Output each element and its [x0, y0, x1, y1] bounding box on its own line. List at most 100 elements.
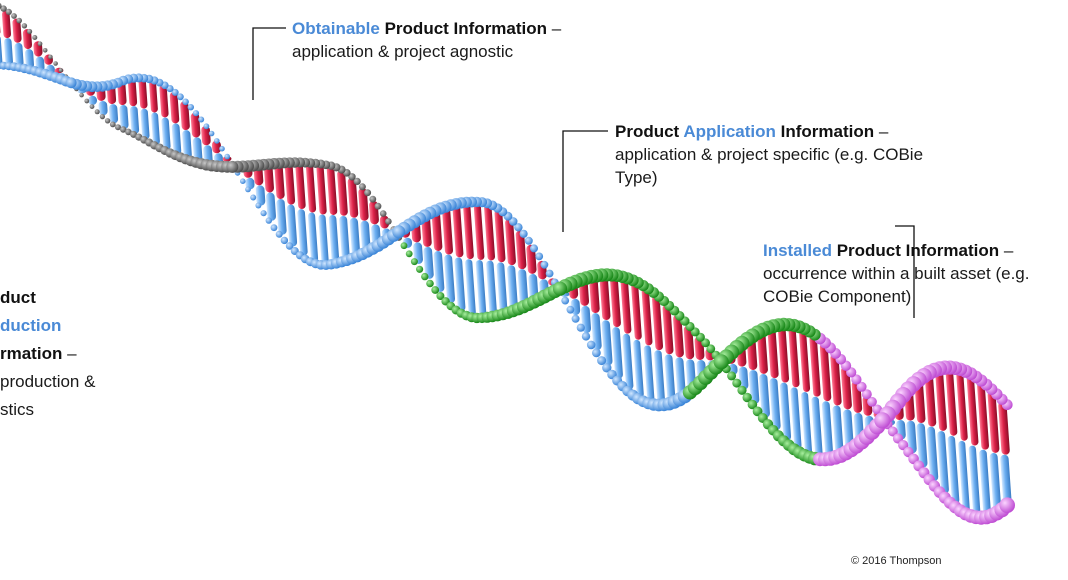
helix-bead	[416, 265, 424, 273]
production-line-1: duct	[0, 288, 36, 307]
helix-bead	[270, 224, 278, 232]
helix-rung	[337, 170, 348, 216]
helix-rung	[832, 405, 844, 458]
helix-rung	[906, 420, 917, 454]
helix-bead	[566, 305, 575, 314]
helix-rung	[159, 84, 169, 118]
helix-rung	[956, 369, 968, 441]
helix-bead	[198, 116, 205, 123]
helix-bead	[125, 128, 132, 136]
helix-rung	[463, 202, 474, 260]
helix-bead	[999, 497, 1015, 513]
helix-rung	[88, 95, 98, 105]
helix-bead	[0, 5, 7, 12]
helix-rung	[821, 401, 834, 460]
helix-rung	[328, 215, 340, 265]
helix-rung	[349, 217, 361, 258]
obtainable-description: application & project agnostic	[292, 42, 514, 61]
helix-bead	[436, 292, 445, 300]
helix-bead	[519, 229, 528, 238]
helix-rung	[484, 204, 496, 261]
helix-bead	[545, 269, 554, 278]
helix-bead	[280, 236, 289, 245]
helix-bead	[285, 242, 294, 250]
leader-installed	[895, 225, 915, 318]
helix-bead	[42, 48, 48, 53]
helix-rung	[801, 392, 813, 456]
helix-rung	[840, 366, 852, 410]
helix-bead	[732, 378, 742, 388]
helix-rung	[274, 163, 285, 199]
helix-rung	[916, 423, 928, 468]
helix-rung	[22, 29, 33, 50]
helix-rung	[998, 401, 1010, 455]
helix-bead	[727, 371, 737, 381]
installed-description-2: COBie Component)	[763, 287, 912, 306]
helix-rung	[347, 177, 359, 218]
helix-bead	[27, 28, 33, 35]
helix-rung	[1000, 454, 1012, 509]
helix-rung	[989, 452, 1002, 515]
helix-rung	[777, 324, 790, 383]
helix-rung	[169, 91, 180, 124]
helix-bead	[203, 123, 210, 130]
production-dash: –	[62, 344, 77, 363]
application-bold-2: Information	[775, 122, 875, 141]
label-installed-title: Installed Product Information –	[763, 239, 1029, 262]
helix-bead	[524, 236, 533, 245]
helix-bead	[219, 145, 225, 152]
helix-bead	[887, 426, 898, 437]
installed-dash: –	[999, 241, 1014, 260]
helix-rung	[305, 163, 317, 213]
helix-rung	[454, 257, 466, 312]
label-obtainable-title: Obtainable Product Information –	[292, 17, 561, 40]
helix-rung	[149, 80, 158, 113]
helix-rung	[431, 209, 443, 251]
label-installed: Installed Product Information – occurren…	[763, 239, 1029, 308]
helix-bead	[514, 223, 523, 232]
helix-bead	[872, 404, 883, 415]
helix-rung	[517, 269, 529, 308]
helix-bead	[104, 118, 111, 124]
helix-bead	[94, 109, 100, 115]
helix-rung	[979, 449, 991, 518]
helix-bead	[861, 389, 872, 400]
helix-rung	[444, 254, 456, 304]
helix-rung	[475, 260, 487, 318]
helix-bead	[426, 279, 434, 288]
helix-bead	[265, 217, 272, 224]
helix-rung	[924, 372, 937, 427]
helix-bead	[851, 374, 862, 385]
helix-bead	[58, 68, 63, 73]
helix-bead	[224, 153, 230, 160]
helix-rung	[284, 162, 296, 205]
helix-bead	[11, 13, 17, 19]
helix-rung	[339, 215, 350, 262]
helix-rung	[326, 165, 338, 215]
helix-rung	[662, 304, 674, 355]
helix-bead	[586, 340, 596, 350]
helix-bead	[392, 225, 406, 239]
helix-rung	[790, 387, 802, 450]
application-bold-1: Product	[615, 122, 684, 141]
helix-bead	[214, 138, 220, 144]
helix-bead	[713, 354, 729, 370]
helix-rung	[779, 382, 792, 441]
helix-bead	[275, 230, 283, 238]
helix-bead	[53, 61, 58, 66]
installed-highlight: Installed	[763, 241, 832, 260]
helix-rung	[631, 281, 642, 340]
helix-rung	[14, 42, 24, 67]
helix-rung	[452, 203, 464, 258]
helix-bead	[250, 194, 257, 201]
helix-rung	[599, 274, 611, 321]
helix-bead	[353, 177, 361, 185]
helix-rung	[423, 246, 434, 279]
helix-rung	[266, 192, 276, 221]
helix-rung	[947, 435, 960, 504]
helix-rung	[192, 137, 203, 163]
leader-lines	[252, 27, 915, 318]
helix-rung	[620, 277, 632, 334]
helix-bead	[260, 210, 267, 217]
helix-rung	[641, 287, 653, 346]
